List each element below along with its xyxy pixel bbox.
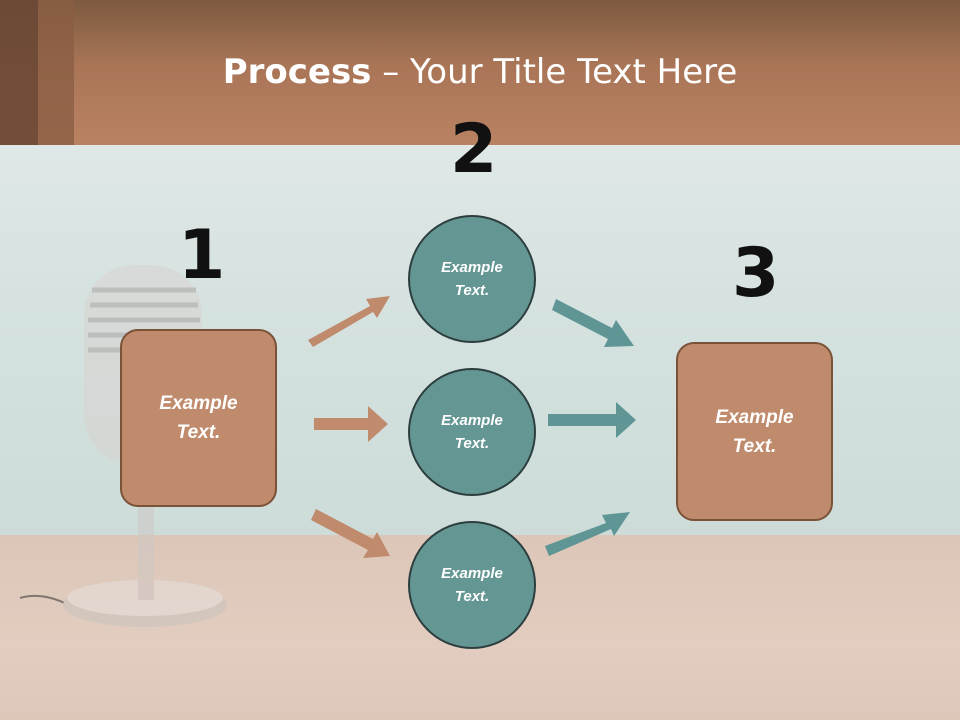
arrow-mid-circle-to-box <box>548 402 636 438</box>
right-box-label: Example Text. <box>715 406 794 457</box>
arrow-top-circle-to-box <box>552 299 634 347</box>
step-number-3: 3 <box>732 234 780 313</box>
right-process-box: Example Text. <box>676 342 833 521</box>
title-strong: Process <box>222 52 372 92</box>
circle-mid-label: Example Text. <box>441 412 503 452</box>
left-process-box: Example Text. <box>120 329 277 507</box>
header-band <box>0 0 960 145</box>
step-number-1: 1 <box>178 216 226 295</box>
arrow-bottom-circle-to-box <box>545 512 630 556</box>
circle-bottom-label: Example Text. <box>441 565 503 605</box>
header-decoration <box>0 0 38 145</box>
slide-title: Process – Your Title Text Here <box>0 52 960 92</box>
arrow-box-to-mid-circle <box>314 406 388 442</box>
title-rest: – Your Title Text Here <box>371 52 738 92</box>
step-number-2: 2 <box>450 110 498 189</box>
header-decoration <box>38 0 74 145</box>
circle-node-bottom: Example Text. <box>408 521 536 649</box>
arrow-box-to-top-circle <box>308 296 390 347</box>
circle-node-middle: Example Text. <box>408 368 536 496</box>
arrow-box-to-bottom-circle <box>311 509 390 558</box>
circle-top-label: Example Text. <box>441 259 503 299</box>
left-box-label: Example Text. <box>159 393 238 443</box>
circle-node-top: Example Text. <box>408 215 536 343</box>
